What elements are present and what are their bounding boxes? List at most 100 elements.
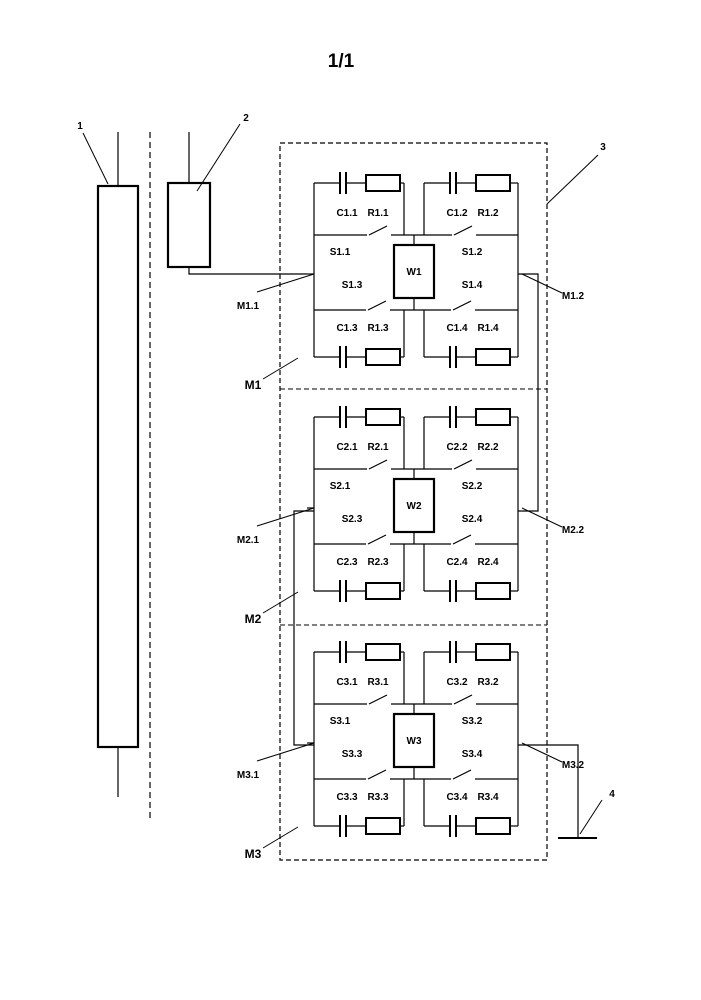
component-1 (98, 132, 138, 797)
inter-module-wiring (294, 274, 578, 838)
resistor-label: R1.1 (367, 208, 389, 219)
switch-label: S1.4 (462, 280, 483, 291)
terminal-label-left: M3.1 (237, 770, 260, 781)
resistor-symbol (476, 409, 510, 425)
rc-cell: C3.4 R3.4 (424, 779, 518, 837)
capacitor-label: C2.1 (336, 442, 358, 453)
capacitor-symbol (450, 815, 456, 837)
capacitor-symbol (450, 172, 456, 194)
callout-line-2 (197, 124, 240, 191)
capacitor-symbol (340, 406, 346, 428)
resistor-label: R3.2 (477, 677, 499, 688)
rc-cell: C3.1 R3.1 (314, 641, 404, 704)
rc-cell: C1.4 R1.4 (424, 310, 518, 368)
module-m3: W3C3.1R3.1C3.2R3.2C3.3R3.3C3.4R3.4S3.1S3… (237, 641, 585, 861)
capacitor-label: C3.4 (446, 792, 468, 803)
capacitor-label: C3.3 (336, 792, 358, 803)
winding-label: W1 (407, 267, 422, 278)
switch-s1-1: S1.1 (330, 226, 391, 258)
module-m2: W2C2.1R2.1C2.2R2.2C2.3R2.3C2.4R2.4S2.1S2… (237, 406, 585, 626)
resistor-label: R2.2 (477, 442, 499, 453)
switch-label: S2.1 (330, 481, 351, 492)
rc-cell: C2.2 R2.2 (424, 406, 518, 469)
rc-cell: C2.4 R2.4 (424, 544, 518, 602)
switch-label: S2.2 (462, 481, 483, 492)
switch-s1-2: S1.2 (452, 226, 483, 258)
capacitor-label: C1.3 (336, 323, 358, 334)
resistor-symbol (476, 175, 510, 191)
rc-cell: C2.3 R2.3 (314, 544, 404, 602)
switch-s3-3: S3.3 (342, 749, 390, 781)
switch-label: S1.2 (462, 247, 483, 258)
callout-label-2: 2 (243, 113, 249, 124)
resistor-label: R1.3 (367, 323, 389, 334)
callout-line-1 (83, 133, 108, 184)
page-number: 1/1 (328, 51, 355, 72)
resistor-symbol (366, 349, 400, 365)
rc-cell: C1.2R1.2 (424, 172, 518, 235)
capacitor-symbol (340, 346, 346, 368)
switch-s3-2: S3.2 (452, 695, 483, 727)
switch-label: S3.1 (330, 716, 351, 727)
switch-label: S3.2 (462, 716, 483, 727)
terminal-label-right: M2.2 (562, 525, 585, 536)
callout-line-4 (580, 800, 602, 834)
capacitor-label: C2.2 (446, 442, 468, 453)
module-name: M2 (245, 612, 262, 626)
callout-label-3: 3 (600, 142, 606, 153)
resistor-symbol (366, 175, 400, 191)
switch-s2-2: S2.2 (452, 460, 483, 492)
capacitor-symbol (340, 172, 346, 194)
module-name: M3 (245, 847, 262, 861)
capacitor-symbol (450, 641, 456, 663)
switch-s3-4: S3.4 (451, 749, 483, 781)
resistor-label: R3.1 (367, 677, 389, 688)
capacitor-label: C3.2 (446, 677, 468, 688)
resistor-label: R1.4 (477, 323, 499, 334)
resistor-label: R2.3 (367, 557, 389, 568)
resistor-symbol (476, 644, 510, 660)
switch-s2-1: S2.1 (330, 460, 391, 492)
switch-label: S2.3 (342, 514, 363, 525)
capacitor-symbol (450, 406, 456, 428)
switch-s1-4: S1.4 (451, 280, 483, 312)
winding-label: W2 (407, 501, 422, 512)
rc-cell: C3.3 R3.3 (314, 779, 404, 837)
terminal-label-right: M3.2 (562, 760, 585, 771)
callout-label-4: 4 (609, 789, 615, 800)
terminal-label-left: M2.1 (237, 535, 260, 546)
resistor-symbol (366, 818, 400, 834)
module-name: M1 (245, 378, 262, 392)
capacitor-label: C1.1 (336, 208, 358, 219)
switch-label: S1.3 (342, 280, 363, 291)
switch-s3-1: S3.1 (330, 695, 391, 727)
resistor-label: R3.4 (477, 792, 499, 803)
winding-label: W3 (407, 736, 422, 747)
capacitor-symbol (340, 815, 346, 837)
switch-label: S3.3 (342, 749, 363, 760)
resistor-symbol (476, 583, 510, 599)
capacitor-symbol (450, 346, 456, 368)
modules-layer: W1C1.1R1.1C1.2R1.2C1.3R1.3C1.4R1.4S1.1S1… (237, 172, 585, 861)
capacitor-symbol (450, 580, 456, 602)
resistor-label: R1.2 (477, 208, 499, 219)
capacitor-label: C2.4 (446, 557, 468, 568)
rc-cell: C3.2 R3.2 (424, 641, 518, 704)
terminal-label-left: M1.1 (237, 301, 260, 312)
rc-cell: C1.3 R1.3 (314, 310, 404, 368)
callout-line-3 (547, 155, 598, 204)
switch-label: S1.1 (330, 247, 351, 258)
capacitor-label: C3.1 (336, 677, 358, 688)
switch-s2-3: S2.3 (342, 514, 390, 546)
rc-cell: C1.1 R1.1 (314, 172, 404, 235)
resistor-symbol (366, 409, 400, 425)
resistor-symbol (476, 349, 510, 365)
capacitor-label: C2.3 (336, 557, 358, 568)
capacitor-symbol (340, 580, 346, 602)
switch-s2-4: S2.4 (451, 514, 483, 546)
resistor-label: R3.3 (367, 792, 389, 803)
capacitor-label: C1.4 (446, 323, 468, 334)
resistor-label: R2.4 (477, 557, 499, 568)
resistor-label: R2.1 (367, 442, 389, 453)
component-2 (168, 132, 307, 274)
